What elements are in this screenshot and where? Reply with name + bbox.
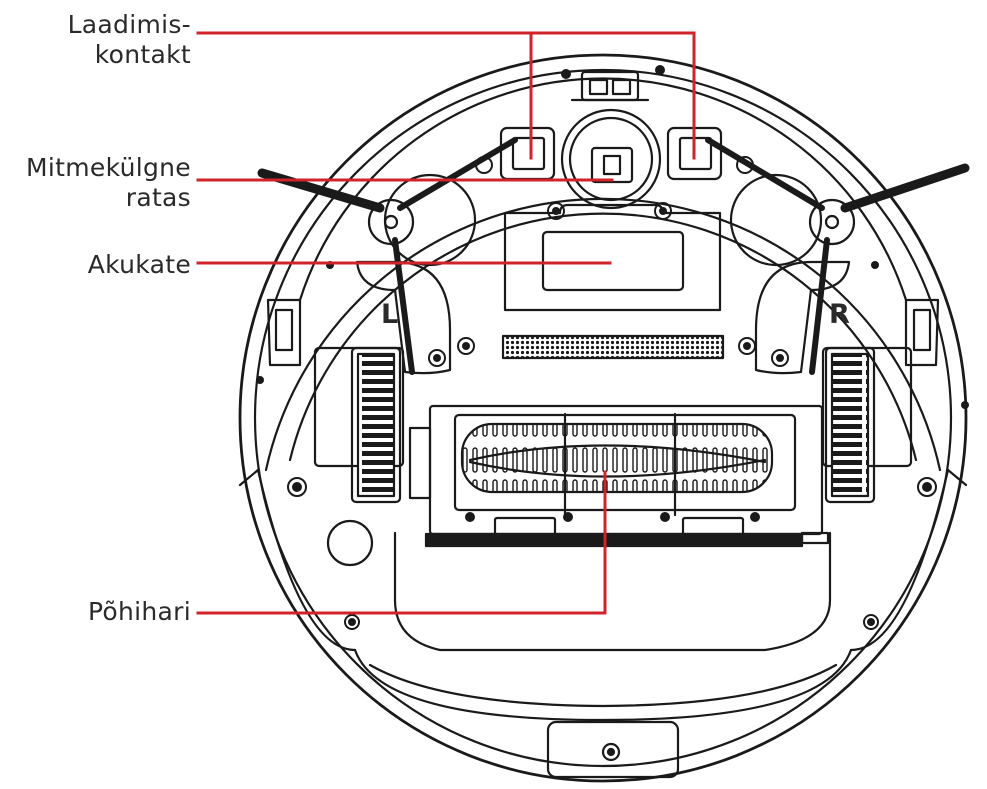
vent-grille (501, 334, 725, 360)
front-panel (393, 531, 832, 652)
label-main-brush: Põhihari (87, 597, 191, 626)
right-wheel (824, 346, 876, 504)
outer-body (238, 53, 968, 783)
right-clip (904, 298, 940, 367)
label-charging-contact-line1: Laadimis- (67, 10, 191, 39)
label-charging-contact-line2: kontakt (94, 40, 191, 69)
screws (256, 65, 969, 630)
charging-contact-left (499, 126, 556, 181)
label-multi-wheel-line1: Mitmekülgne (26, 153, 191, 182)
wheel-letter-left: L (381, 299, 398, 330)
caster-wheel (560, 108, 662, 210)
label-multi-wheel: Mitmekülgne ratas (26, 153, 191, 213)
main-brush-roller (460, 422, 774, 494)
inner-rim (253, 68, 953, 768)
round-stopper (326, 519, 374, 567)
left-wheel (350, 346, 402, 504)
wheel-letter-right: R (829, 299, 850, 330)
rear-sensor (546, 720, 680, 779)
right-side-brush-hub (808, 198, 856, 246)
leader-main-brush (196, 470, 607, 615)
leader-charging-contact (196, 31, 696, 160)
lower-bumper (256, 468, 357, 652)
label-multi-wheel-line2: ratas (125, 183, 191, 212)
label-charging-contact: Laadimis- kontakt (68, 10, 191, 70)
left-clip (266, 298, 302, 367)
label-battery-cover: Akukate (87, 250, 191, 279)
left-side-brush-hub (367, 198, 415, 246)
